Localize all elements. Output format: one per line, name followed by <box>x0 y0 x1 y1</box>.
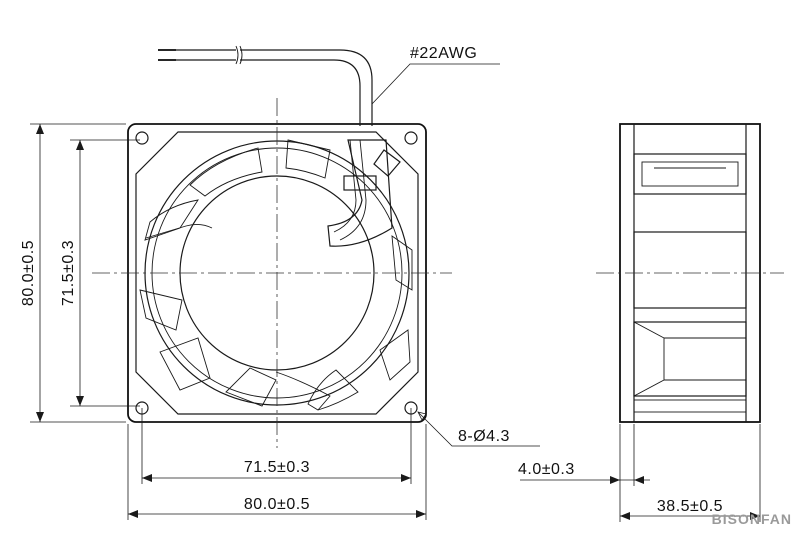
wire-tab <box>373 149 401 177</box>
dim-depth: 38.5±0.5 <box>657 498 723 515</box>
side-dimensions: 4.0±0.3 38.5±0.5 <box>518 424 761 522</box>
blade <box>225 367 277 407</box>
wire-channel <box>327 139 393 247</box>
wire-tips <box>158 49 176 61</box>
side-bevel <box>633 321 665 397</box>
watermark-logo: BISONFAN <box>712 511 792 527</box>
wire-clip <box>343 175 377 191</box>
side-window-top-inner <box>641 161 739 187</box>
blade <box>391 235 413 291</box>
blade <box>285 139 331 179</box>
blade-strut <box>145 223 213 239</box>
wire-assembly <box>158 45 401 247</box>
side-window-top <box>633 153 747 195</box>
front-view <box>92 45 452 448</box>
dim-width-outer: 80.0±0.5 <box>244 496 310 513</box>
side-view <box>596 123 784 423</box>
blade <box>144 199 199 241</box>
hole-leader-arrow <box>417 411 427 421</box>
wire-leader <box>371 63 500 105</box>
side-base <box>633 399 747 413</box>
wire-gauge-label: #22AWG <box>410 45 477 62</box>
vertical-dimensions: 80.0±0.5 71.5±0.3 <box>20 123 140 423</box>
hole-spec-label: 8-Ø4.3 <box>458 428 510 445</box>
blade-strut <box>275 371 331 411</box>
wire-2 <box>339 139 367 241</box>
blade <box>159 337 211 391</box>
side-window-mid <box>633 231 747 309</box>
dim-width-inner: 71.5±0.3 <box>244 459 310 476</box>
dim-flange: 4.0±0.3 <box>518 461 575 478</box>
mount-hole-tr <box>404 131 418 145</box>
mount-hole-tl <box>135 131 149 145</box>
lead-wire-b <box>240 49 373 126</box>
blade <box>189 147 263 197</box>
wire-1 <box>333 139 357 233</box>
dim-height-outer: 80.0±0.5 <box>20 240 37 306</box>
fan-blades <box>139 139 413 411</box>
frame-inner <box>135 131 419 415</box>
lead-wire-a <box>240 59 361 126</box>
blade <box>379 329 411 381</box>
blade <box>139 289 183 331</box>
horizontal-dimensions: 71.5±0.3 80.0±0.5 <box>127 408 427 520</box>
dim-height-inner: 71.5±0.3 <box>60 240 77 306</box>
hole-leader <box>417 411 540 447</box>
side-window-bottom <box>633 321 747 397</box>
wire-break <box>235 45 243 65</box>
blade <box>307 369 359 411</box>
dim-arrows <box>610 476 644 484</box>
